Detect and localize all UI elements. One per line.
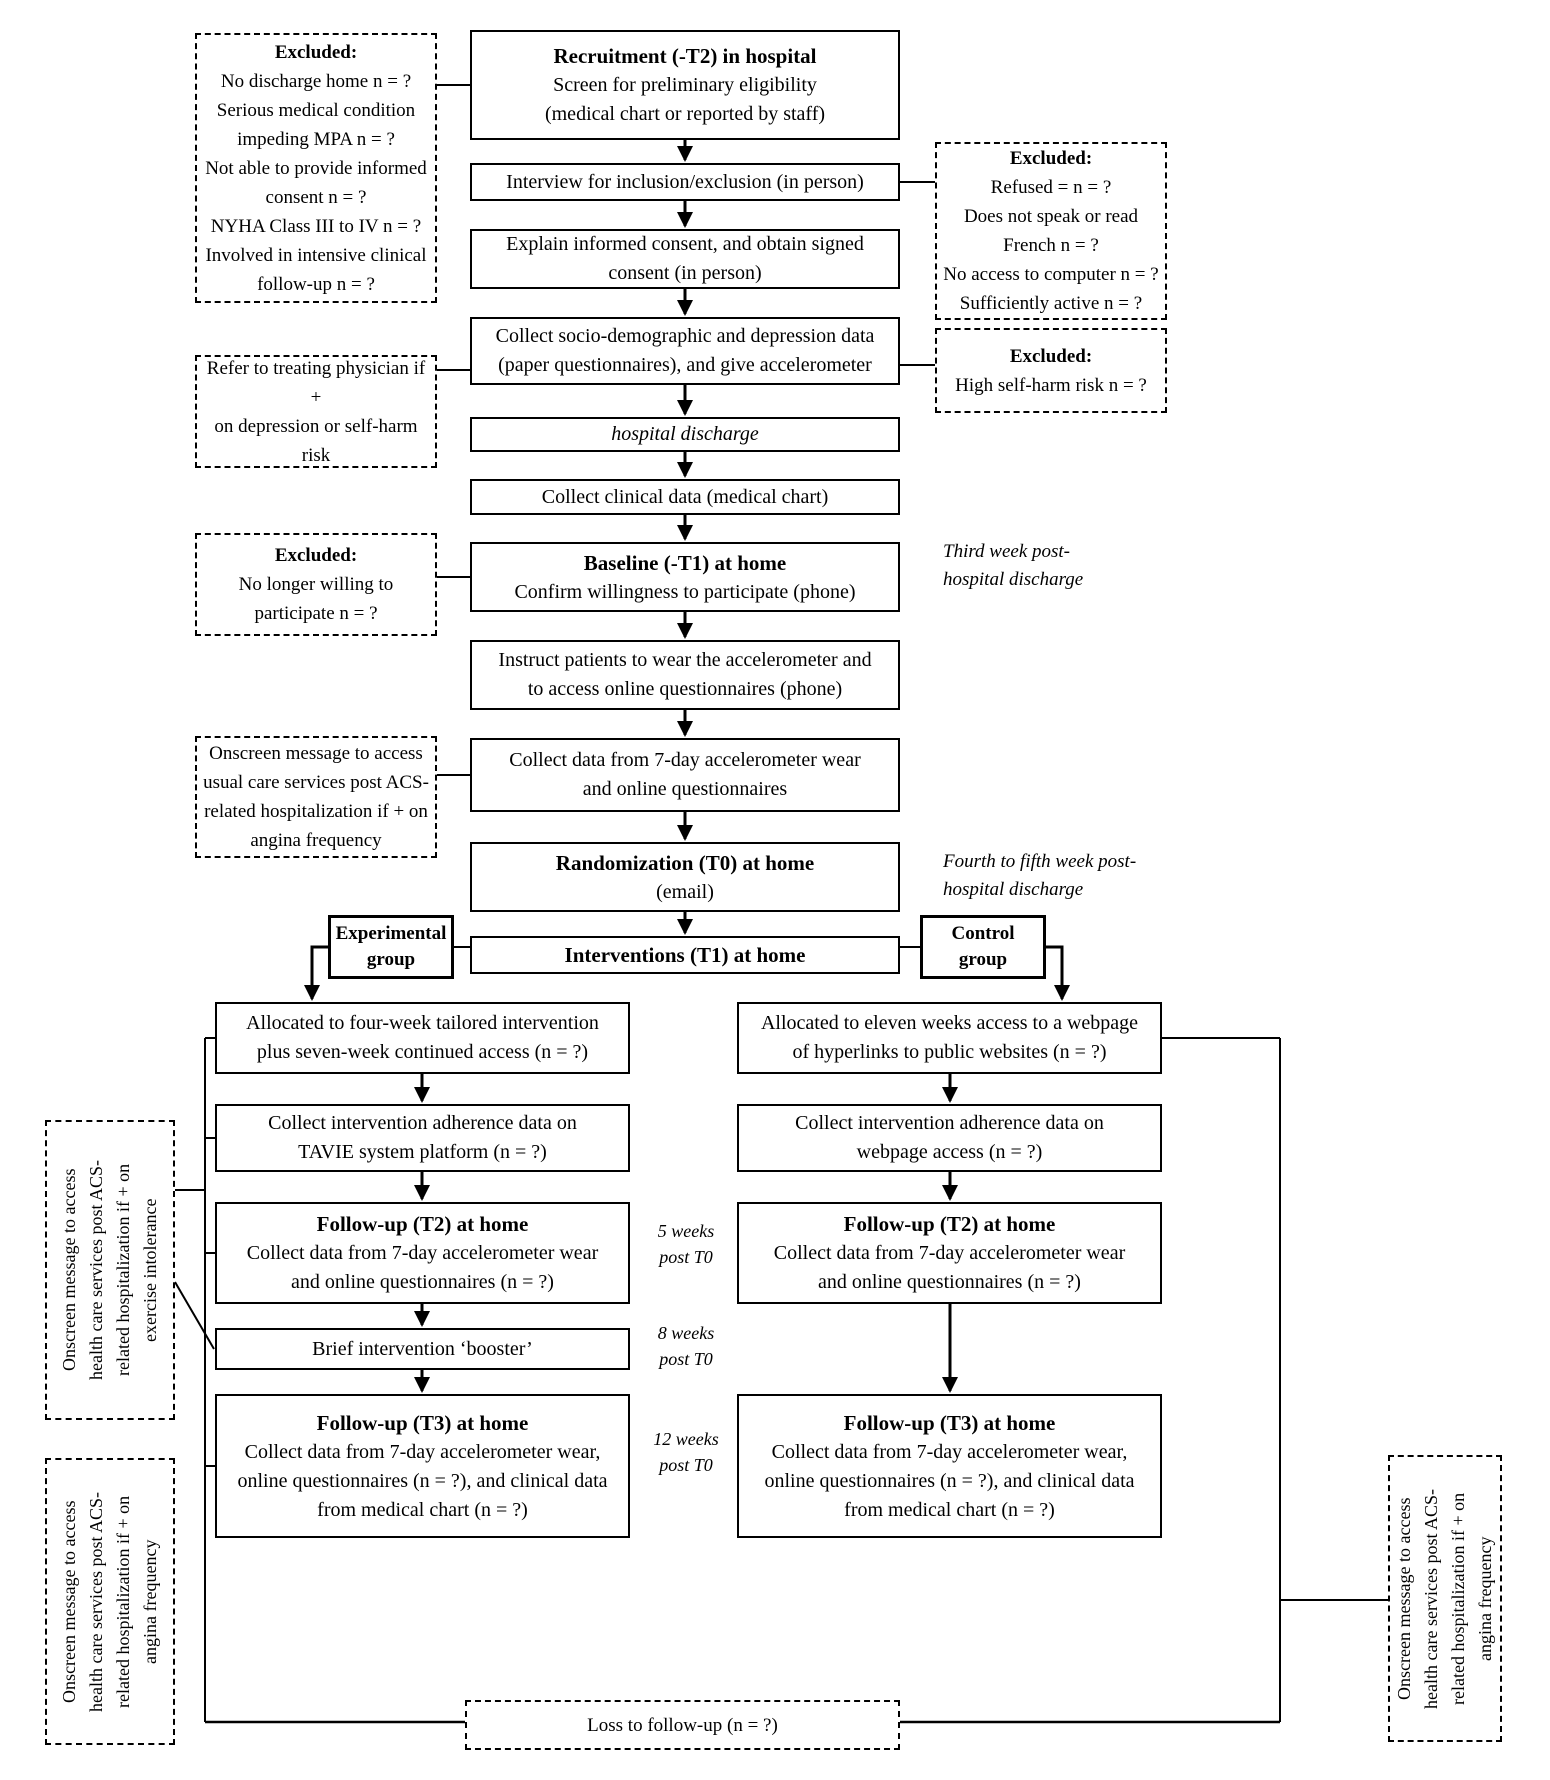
randomization-box: Randomization (T0) at home (email) (470, 842, 900, 912)
ctrl-followup-t2-title: Follow-up (T2) at home (843, 1212, 1056, 1236)
exp-adherence-body: Collect intervention adherence data on T… (268, 1112, 577, 1163)
excluded-baseline-note: Excluded: No longer willing to participa… (195, 533, 437, 636)
excluded-recruitment-body: No discharge home n = ? Serious medical … (205, 70, 427, 295)
week8-label: 8 weeks post T0 (657, 1323, 715, 1369)
instruct-body: Instruct patients to wear the accelerome… (498, 649, 872, 700)
control-group-label: Control group (920, 915, 1046, 979)
exercise-intolerance-vnote: Onscreen message to access health care s… (45, 1120, 175, 1420)
recruitment-body: Screen for preliminary eligibility (medi… (544, 74, 826, 125)
recruitment-box: Recruitment (-T2) in hospital Screen for… (470, 30, 900, 140)
collect-7day-body: Collect data from 7-day accelerometer we… (509, 749, 861, 800)
ctrl-followup-t3-body: Collect data from 7-day accelerometer we… (764, 1440, 1135, 1521)
week12-label: 12 weeks post T0 (653, 1429, 719, 1475)
control-group-text: Control group (951, 923, 1015, 970)
exp-followup-t2-box: Follow-up (T2) at home Collect data from… (215, 1202, 630, 1304)
ctrl-followup-t2-box: Follow-up (T2) at home Collect data from… (737, 1202, 1162, 1304)
ctrl-followup-t3-title: Follow-up (T3) at home (843, 1410, 1056, 1435)
clinical-data-box: Collect clinical data (medical chart) (470, 479, 900, 515)
recruitment-title: Recruitment (-T2) in hospital (553, 44, 817, 68)
exercise-intolerance-vtext: Onscreen message to access health care s… (59, 1160, 160, 1380)
excluded-self-harm-title: Excluded: (1009, 345, 1093, 367)
week5-label: 5 weeks post T0 (657, 1221, 715, 1267)
collect-7day-box: Collect data from 7-day accelerometer we… (470, 738, 900, 812)
instruct-box: Instruct patients to wear the accelerome… (470, 640, 900, 710)
exp-followup-t3-title: Follow-up (T3) at home (316, 1410, 529, 1435)
consent-box: Explain informed consent, and obtain sig… (470, 229, 900, 289)
ctrl-adherence-box: Collect intervention adherence data on w… (737, 1104, 1162, 1172)
angina-right-vtext: Onscreen message to access health care s… (1394, 1488, 1495, 1709)
exp-adherence-box: Collect intervention adherence data on T… (215, 1104, 630, 1172)
experimental-group-text: Experimental group (335, 923, 447, 970)
excluded-baseline-body: No longer willing to participate n = ? (238, 574, 394, 624)
booster-box: Brief intervention ‘booster’ (215, 1328, 630, 1370)
exp-followup-t3-box: Follow-up (T3) at home Collect data from… (215, 1394, 630, 1538)
excluded-interview-note: Excluded: Refused = n = ? Does not speak… (935, 142, 1167, 320)
exp-followup-t3-body: Collect data from 7-day accelerometer we… (237, 1440, 608, 1521)
ctrl-allocated-body: Allocated to eleven weeks access to a we… (760, 1012, 1139, 1063)
refer-physician-note: Refer to treating physician if + on depr… (195, 355, 437, 468)
onscreen-usual-care-body: Onscreen message to access usual care se… (203, 743, 429, 851)
hospital-discharge-body: hospital discharge (611, 423, 759, 445)
baseline-body: Confirm willingness to participate (phon… (514, 580, 856, 603)
angina-right-vnote: Onscreen message to access health care s… (1388, 1455, 1502, 1742)
excluded-interview-body: Refused = n = ? Does not speak or read F… (943, 177, 1159, 314)
exp-followup-t2-body: Collect data from 7-day accelerometer we… (246, 1242, 599, 1293)
ctrl-adherence-body: Collect intervention adherence data on w… (795, 1112, 1104, 1163)
excluded-interview-title: Excluded: (1009, 148, 1093, 169)
ctrl-followup-t2-body: Collect data from 7-day accelerometer we… (773, 1242, 1126, 1293)
loss-followup-body: Loss to follow-up (n = ?) (587, 1714, 778, 1736)
ctrl-allocated-box: Allocated to eleven weeks access to a we… (737, 1002, 1162, 1074)
fourth-fifth-week-note: Fourth to fifth week post- hospital disc… (943, 851, 1137, 900)
exp-followup-t2-title: Follow-up (T2) at home (316, 1212, 529, 1236)
excluded-self-harm-note: Excluded: High self-harm risk n = ? (935, 328, 1167, 413)
clinical-data-body: Collect clinical data (medical chart) (541, 485, 829, 508)
interventions-box: Interventions (T1) at home (470, 936, 900, 974)
consent-body: Explain informed consent, and obtain sig… (506, 233, 864, 284)
baseline-box: Baseline (-T1) at home Confirm willingne… (470, 542, 900, 612)
experimental-group-label: Experimental group (328, 915, 454, 979)
booster-body: Brief intervention ‘booster’ (312, 1337, 533, 1360)
interventions-title: Interventions (T1) at home (564, 943, 806, 967)
baseline-title: Baseline (-T1) at home (583, 550, 787, 575)
socio-demographic-body: Collect socio-demographic and depression… (495, 325, 875, 376)
exp-allocated-box: Allocated to four-week tailored interven… (215, 1002, 630, 1074)
exp-allocated-body: Allocated to four-week tailored interven… (246, 1012, 599, 1063)
onscreen-usual-care-note: Onscreen message to access usual care se… (195, 736, 437, 858)
excluded-recruitment-title: Excluded: (274, 41, 358, 63)
angina-left-vtext: Onscreen message to access health care s… (59, 1491, 160, 1712)
excluded-self-harm-body: High self-harm risk n = ? (955, 374, 1147, 396)
third-week-note: Third week post- hospital discharge (943, 541, 1084, 590)
randomization-body: (email) (656, 880, 714, 903)
angina-left-vnote: Onscreen message to access health care s… (45, 1458, 175, 1745)
ctrl-followup-t3-box: Follow-up (T3) at home Collect data from… (737, 1394, 1162, 1538)
interview-body: Interview for inclusion/exclusion (in pe… (506, 170, 864, 193)
refer-physician-body: Refer to treating physician if + on depr… (206, 357, 426, 466)
socio-demographic-box: Collect socio-demographic and depression… (470, 317, 900, 385)
hospital-discharge-box: hospital discharge (470, 417, 900, 452)
excluded-recruitment-note: Excluded: No discharge home n = ? Seriou… (195, 33, 437, 303)
excluded-baseline-title: Excluded: (274, 545, 358, 566)
randomization-title: Randomization (T0) at home (555, 850, 815, 875)
interview-box: Interview for inclusion/exclusion (in pe… (470, 163, 900, 201)
loss-followup-box: Loss to follow-up (n = ?) (465, 1700, 900, 1750)
